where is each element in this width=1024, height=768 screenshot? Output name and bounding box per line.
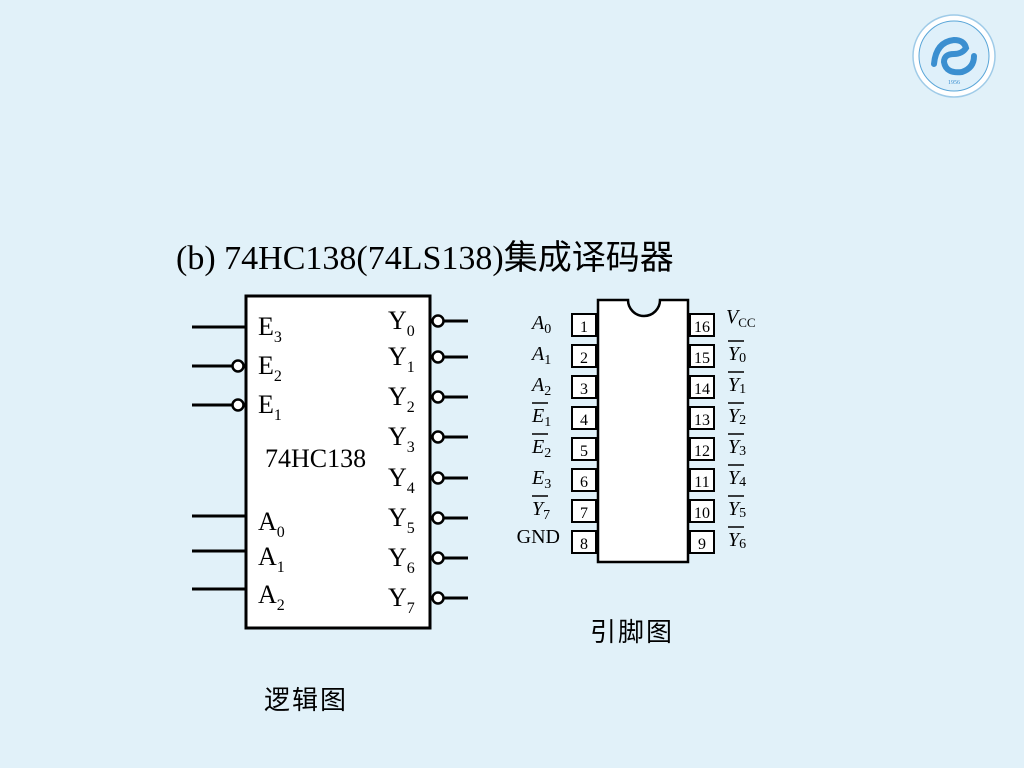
pin-label-e1: E1 (531, 405, 551, 430)
pin-number: 13 (694, 412, 710, 429)
pin-label-y5: Y5 (728, 498, 746, 521)
university-logo-icon: 1956 (912, 14, 996, 98)
pin-label-y4: Y4 (728, 467, 746, 490)
logic-input-label-e1: E1 (258, 390, 282, 424)
logic-output-label-y7: Y7 (388, 583, 415, 617)
pin-box (571, 313, 597, 337)
inversion-bubble (431, 591, 445, 605)
pin-box (689, 437, 715, 461)
pin-label-gnd: GND (517, 526, 560, 548)
pin-label-a1: A1 (530, 343, 551, 368)
pin-number: 7 (580, 505, 588, 522)
pin-box (689, 313, 715, 337)
pin-label-vcc: VCC (726, 306, 756, 330)
logic-input-label-a2: A2 (258, 580, 285, 614)
logo-year: 1956 (948, 80, 960, 86)
inversion-bubble (431, 314, 445, 328)
pin-box (689, 375, 715, 399)
inversion-bubble (431, 390, 445, 404)
pin-box (571, 530, 597, 554)
pin-number: 6 (580, 474, 588, 491)
pin-box (571, 437, 597, 461)
inversion-bubble (431, 350, 445, 364)
logic-chip-part-name: 74HC138 (265, 444, 366, 473)
pin-box (571, 344, 597, 368)
logic-output-label-y0: Y0 (388, 306, 415, 340)
logic-diagram-caption: 逻辑图 (264, 686, 349, 716)
logic-output-label-y4: Y4 (388, 463, 415, 497)
pin-label-y0: Y0 (728, 343, 746, 366)
pin-label-a0: A0 (530, 312, 551, 337)
pin-box (571, 468, 597, 492)
inversion-bubble (431, 430, 445, 444)
inversion-bubble (431, 471, 445, 485)
pin-number: 3 (580, 381, 588, 398)
pin-number: 11 (694, 474, 709, 491)
pin-number: 2 (580, 350, 588, 367)
pinout-diagram-caption: 引脚图 (590, 618, 675, 648)
pin-label-y1: Y1 (728, 374, 746, 397)
pin-label-y2: Y2 (728, 405, 746, 428)
pin-number: 14 (694, 381, 710, 398)
pin-label-y6: Y6 (728, 529, 746, 552)
inversion-bubble (431, 511, 445, 525)
logic-output-label-y2: Y2 (388, 382, 415, 416)
pin-label-a2: A2 (530, 374, 551, 399)
pin-number: 10 (694, 505, 710, 522)
logic-input-label-a1: A1 (258, 542, 285, 576)
logic-output-label-y6: Y6 (388, 543, 415, 577)
pin-number: 4 (580, 412, 588, 429)
pin-number: 1 (580, 319, 588, 336)
logic-input-label-a0: A0 (258, 507, 285, 541)
slide-title: (b) 74HC138(74LS138)集成译码器 (176, 240, 674, 277)
logic-input-label-e3: E3 (258, 312, 282, 346)
logic-input-label-e2: E2 (258, 351, 282, 385)
pin-number: 16 (694, 319, 710, 336)
inversion-bubble (431, 551, 445, 565)
pin-box (689, 530, 715, 554)
pin-number: 12 (694, 443, 710, 460)
pin-label-e2: E2 (531, 436, 551, 461)
logic-output-label-y3: Y3 (388, 422, 415, 456)
pin-label-y7: Y7 (532, 498, 550, 523)
pin-box (689, 468, 715, 492)
pin-box (571, 375, 597, 399)
pin-label-y3: Y3 (728, 436, 746, 459)
pin-box (689, 344, 715, 368)
pin-number: 5 (580, 443, 588, 460)
pin-box (689, 406, 715, 430)
logic-chip-body (244, 294, 432, 630)
pin-number: 8 (580, 536, 588, 553)
pin-box (571, 499, 597, 523)
pinout-chip-body (596, 298, 690, 564)
pin-box (689, 499, 715, 523)
pin-number: 9 (698, 536, 706, 553)
pin-number: 15 (694, 350, 710, 367)
inversion-bubble (231, 359, 245, 373)
pin-box (571, 406, 597, 430)
logic-output-label-y5: Y5 (388, 503, 415, 537)
inversion-bubble (231, 398, 245, 412)
logic-output-label-y1: Y1 (388, 342, 415, 376)
pin-label-e3: E3 (531, 467, 551, 492)
